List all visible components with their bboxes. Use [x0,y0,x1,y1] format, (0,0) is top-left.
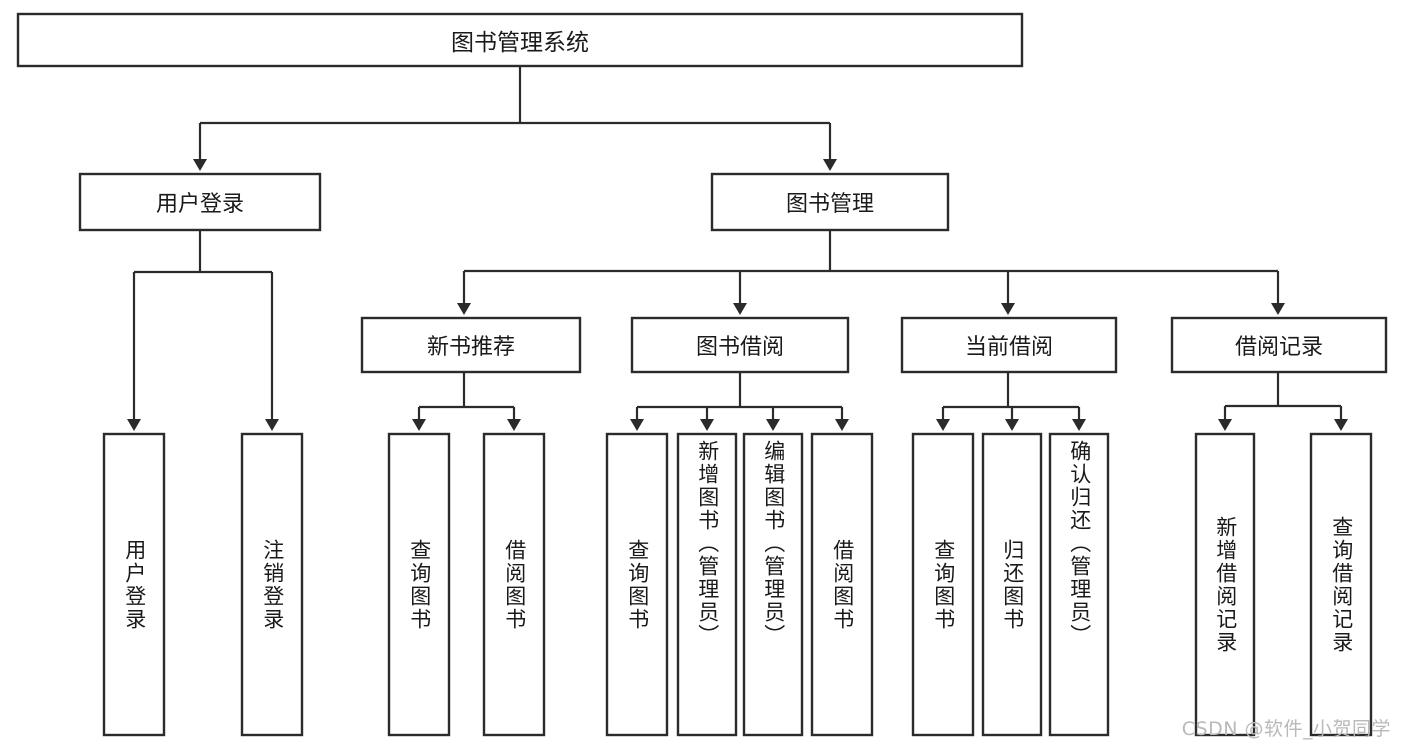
node-leaf-query-book-1-box[interactable] [387,432,451,737]
node-book-manage-box[interactable] [710,172,950,232]
node-leaf-borrow-book-2-box[interactable] [810,432,874,737]
node-leaf-user-logout-box[interactable] [240,432,304,737]
node-leaf-query-book-3-box[interactable] [911,432,975,737]
node-leaf-borrow-book-1-box[interactable] [482,432,546,737]
node-leaf-query-book-2-box[interactable] [605,432,669,737]
node-new-book-recommend-box[interactable] [360,316,582,374]
node-leaf-add-record-box[interactable] [1194,432,1256,737]
node-root-box[interactable] [16,12,1024,68]
node-current-borrow-box[interactable] [900,316,1118,374]
node-borrow-record-box[interactable] [1170,316,1388,374]
node-book-borrow-box[interactable] [630,316,850,374]
node-leaf-add-book-box[interactable] [676,432,738,737]
node-leaf-return-book-box[interactable] [981,432,1043,737]
node-leaf-user-login-box[interactable] [102,432,166,737]
node-leaf-edit-book-box[interactable] [742,432,804,737]
node-leaf-confirm-return-box[interactable] [1048,432,1110,737]
node-leaf-query-record-box[interactable] [1309,432,1373,737]
node-user-login-box[interactable] [78,172,322,232]
